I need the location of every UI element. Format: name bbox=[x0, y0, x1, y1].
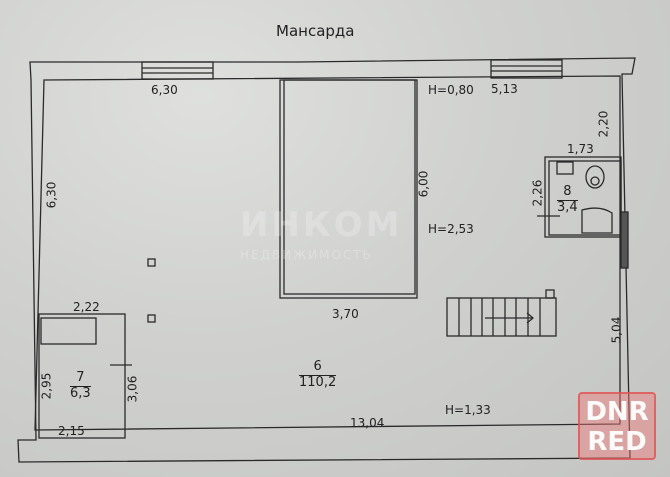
dim-room7-left: 2,95 bbox=[39, 372, 54, 400]
dim-top-right: 5,13 bbox=[491, 82, 518, 96]
dim-opening-width: 3,70 bbox=[332, 307, 359, 321]
dim-left-height: 6,30 bbox=[44, 181, 59, 209]
window-left bbox=[141, 61, 214, 80]
dim-room7-bottom: 2,15 bbox=[58, 424, 85, 438]
dim-right-top: 2,20 bbox=[596, 110, 611, 138]
plan-title: Мансарда bbox=[276, 22, 355, 40]
dim-height-080: H=0,80 bbox=[428, 83, 474, 97]
room7-label: 7 6,3 bbox=[70, 370, 91, 401]
room8-label: 8 3,4 bbox=[557, 184, 578, 215]
room7-walls bbox=[38, 313, 126, 439]
watermark-logo: ИНКОМ bbox=[240, 205, 403, 245]
inner-wall bbox=[34, 75, 621, 431]
stair-opening bbox=[279, 79, 418, 299]
dnr-red-badge: DNR RED bbox=[578, 392, 656, 460]
dim-height-133: H=1,33 bbox=[445, 403, 491, 417]
room6-label: 6 110,2 bbox=[299, 359, 337, 390]
dim-bath-width: 1,73 bbox=[567, 142, 594, 156]
dim-height-253: H=2,53 bbox=[428, 222, 474, 236]
staircase bbox=[446, 289, 557, 337]
dim-bottom-total: 13,04 bbox=[350, 416, 385, 430]
dim-top-left: 6,30 bbox=[151, 83, 178, 97]
dim-room7-top: 2,22 bbox=[73, 300, 100, 314]
window-right bbox=[490, 59, 563, 79]
watermark-subtitle: НЕДВИЖИМОСТЬ bbox=[240, 248, 373, 262]
dim-right-bottom: 5,04 bbox=[609, 316, 624, 344]
dim-bath-height: 2,26 bbox=[530, 179, 545, 207]
dim-opening-height: 6,00 bbox=[416, 170, 431, 198]
radiator bbox=[620, 211, 629, 269]
dim-room7-right: 3,06 bbox=[125, 375, 140, 403]
